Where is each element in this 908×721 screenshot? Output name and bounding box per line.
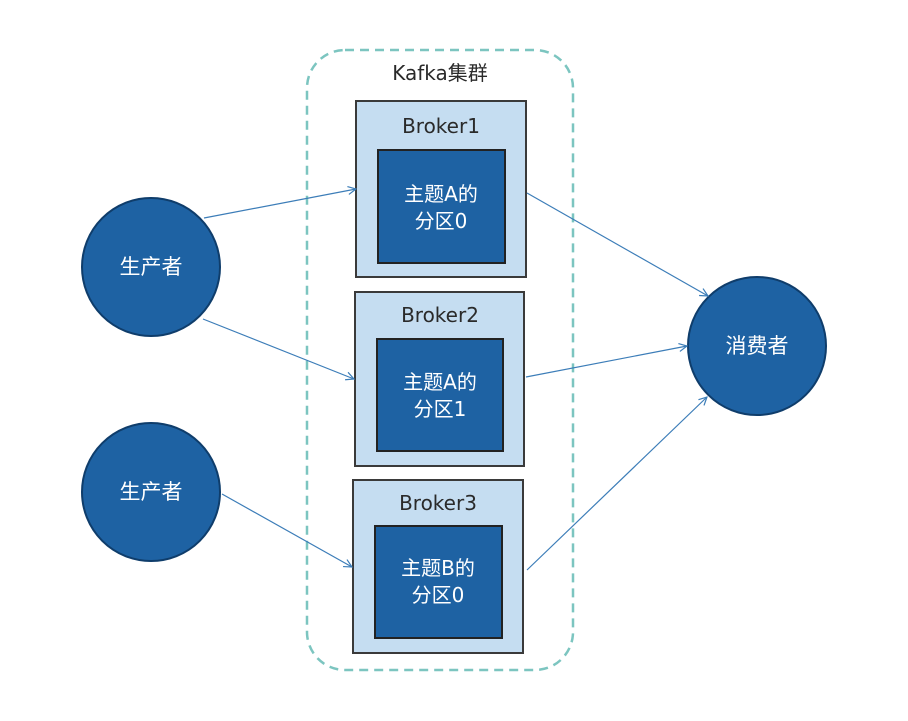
broker-2-partition-line1: 主题A的 bbox=[403, 370, 477, 394]
arrow-producer1-to-broker2 bbox=[202, 318, 354, 379]
broker-3-partition-line1: 主题B的 bbox=[401, 556, 475, 580]
producer-1-label: 生产者 bbox=[120, 255, 183, 279]
broker-1: Broker1 主题A的 分区0 bbox=[355, 100, 527, 278]
arrow-broker2-to-consumer bbox=[525, 346, 687, 378]
broker-1-partition-line2: 分区0 bbox=[415, 209, 468, 233]
broker-2-label: Broker2 bbox=[401, 303, 479, 327]
producer-2-label: 生产者 bbox=[120, 480, 183, 504]
broker-1-label: Broker1 bbox=[402, 114, 480, 138]
broker-1-partition bbox=[377, 149, 506, 264]
arrow-producer2-to-broker3 bbox=[221, 493, 352, 567]
producer-2: 生产者 bbox=[81, 422, 221, 562]
arrow-broker3-to-consumer bbox=[526, 397, 707, 571]
broker-3-partition bbox=[374, 525, 503, 639]
broker-2: Broker2 主题A的 分区1 bbox=[354, 291, 525, 467]
producer-1: 生产者 bbox=[81, 197, 221, 337]
kafka-cluster-boundary bbox=[305, 48, 575, 672]
consumer-label: 消费者 bbox=[726, 334, 789, 358]
cluster-label: Kafka集群 bbox=[392, 61, 488, 85]
arrow-broker1-to-consumer bbox=[526, 192, 708, 296]
broker-1-partition-line1: 主题A的 bbox=[404, 182, 478, 206]
broker-3-partition-line2: 分区0 bbox=[412, 583, 465, 607]
broker-2-partition bbox=[376, 338, 504, 452]
broker-3: Broker3 主题B的 分区0 bbox=[352, 479, 524, 654]
arrow-producer1-to-broker1 bbox=[203, 189, 356, 219]
consumer: 消费者 bbox=[687, 276, 827, 416]
broker-2-partition-line2: 分区1 bbox=[414, 397, 467, 421]
broker-3-label: Broker3 bbox=[399, 491, 477, 515]
